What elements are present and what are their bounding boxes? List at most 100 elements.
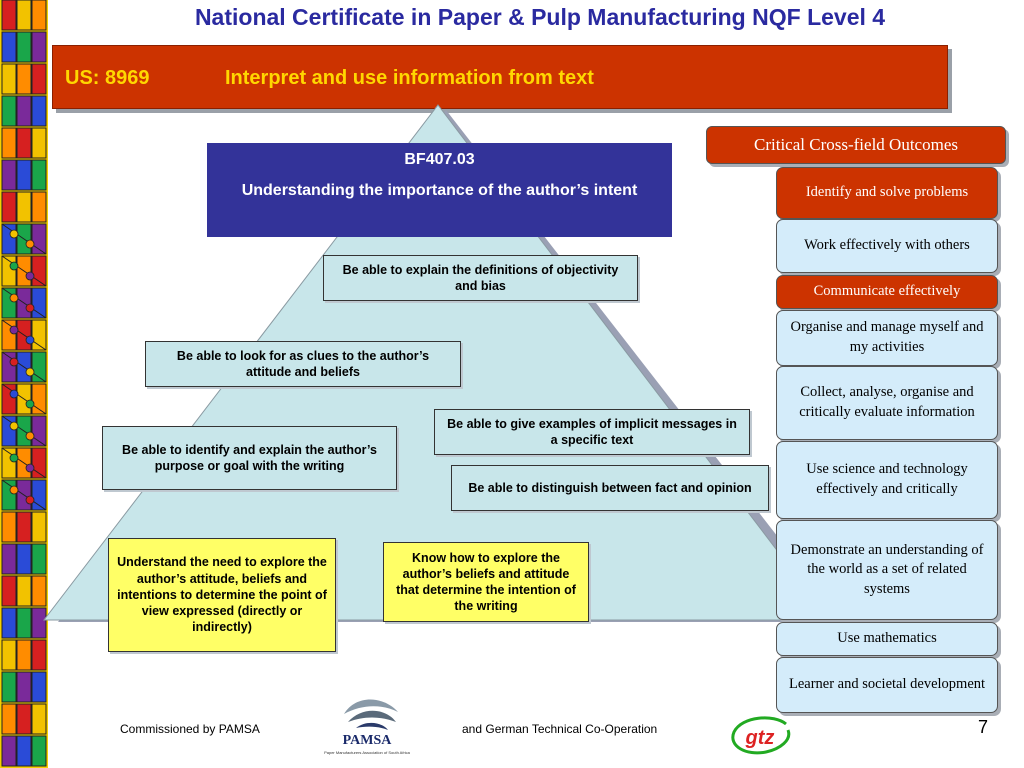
gtz-logo: gtz	[731, 716, 791, 755]
strip-tile	[16, 191, 32, 223]
strip-tile	[16, 671, 32, 703]
pamsa-logo-text: PAMSA	[343, 733, 393, 748]
strip-dot	[25, 367, 35, 377]
footer-german-cooperation: and German Technical Co-Operation	[462, 722, 658, 736]
strip-dot	[25, 239, 35, 249]
strip-dot	[9, 261, 19, 271]
bf-header: BF407.03 Understanding the importance of…	[207, 143, 672, 237]
strip-diagonal	[1, 447, 47, 479]
strip-tile	[1, 0, 17, 31]
pamsa-logo: PAMSA Paper Manufacturers Association of…	[324, 699, 411, 755]
strip-diagonal	[1, 287, 47, 319]
ccfo-item: Learner and societal development	[776, 657, 998, 713]
strip-tile	[16, 159, 32, 191]
pyramid-item-implicit-messages: Be able to give examples of implicit mes…	[434, 409, 750, 455]
pyramid-item-intention: Know how to explore the author’s beliefs…	[383, 542, 589, 622]
ccfo-header: Critical Cross-field Outcomes	[706, 126, 1006, 164]
strip-tile	[1, 191, 17, 223]
strip-tile	[1, 159, 17, 191]
ccfo-item: Identify and solve problems	[776, 167, 998, 219]
strip-tile	[16, 735, 32, 767]
strip-tile	[31, 127, 47, 159]
pyramid-item-definitions: Be able to explain the definitions of ob…	[323, 255, 638, 301]
ccfo-item: Communicate effectively	[776, 275, 998, 309]
strip-tile	[16, 31, 32, 63]
strip-tile	[31, 575, 47, 607]
strip-tile	[31, 159, 47, 191]
strip-tile	[1, 31, 17, 63]
strip-tile	[31, 671, 47, 703]
strip-tile	[16, 0, 32, 31]
strip-tile	[16, 607, 32, 639]
strip-diagonal	[1, 319, 47, 351]
strip-tile	[16, 575, 32, 607]
pyramid-item-clues: Be able to look for as clues to the auth…	[145, 341, 461, 387]
ccfo-item: Use science and technology effectively a…	[776, 441, 998, 519]
strip-tile	[1, 511, 17, 543]
decorative-left-border	[0, 0, 48, 768]
strip-tile	[16, 95, 32, 127]
strip-dot	[9, 293, 19, 303]
strip-tile	[31, 63, 47, 95]
strip-diagonal	[1, 223, 47, 255]
strip-tile	[1, 703, 17, 735]
unit-banner: US: 8969 Interpret and use information f…	[52, 45, 948, 109]
pyramid-item-purpose: Be able to identify and explain the auth…	[102, 426, 397, 490]
strip-diagonal	[1, 415, 47, 447]
strip-dot	[9, 229, 19, 239]
strip-dot	[9, 357, 19, 367]
page-number: 7	[978, 717, 989, 737]
strip-tile	[1, 735, 17, 767]
strip-tile	[16, 703, 32, 735]
unit-code: US: 8969	[65, 67, 150, 89]
strip-tile	[1, 95, 17, 127]
strip-tile	[16, 543, 32, 575]
strip-diagonal	[1, 479, 47, 511]
pyramid-item-point-of-view: Understand the need to explore the autho…	[108, 538, 336, 652]
strip-tile	[31, 0, 47, 31]
strip-dot	[25, 335, 35, 345]
strip-tile	[16, 639, 32, 671]
strip-tile	[1, 543, 17, 575]
strip-tile	[31, 703, 47, 735]
strip-tile	[31, 607, 47, 639]
unit-title: Interpret and use information from text	[225, 67, 594, 89]
ccfo-item: Work effectively with others	[776, 219, 998, 273]
strip-dot	[25, 271, 35, 281]
strip-tile	[16, 63, 32, 95]
strip-tile	[31, 31, 47, 63]
bf-title: Understanding the importance of the auth…	[241, 182, 638, 199]
strip-tile	[16, 511, 32, 543]
strip-dot	[25, 399, 35, 409]
ccfo-item: Demonstrate an understanding of the worl…	[776, 520, 998, 620]
strip-tile	[1, 639, 17, 671]
strip-dot	[9, 453, 19, 463]
strip-tile	[1, 127, 17, 159]
strip-tile	[31, 735, 47, 767]
strip-tile	[1, 671, 17, 703]
strip-tile	[1, 575, 17, 607]
strip-dot	[25, 495, 35, 505]
gtz-logo-text: gtz	[745, 727, 775, 749]
strip-diagonal	[1, 383, 47, 415]
strip-diagonal	[1, 351, 47, 383]
strip-dot	[9, 325, 19, 335]
strip-dot	[25, 431, 35, 441]
footer-commissioned: Commissioned by PAMSA	[120, 722, 260, 736]
page-title: National Certificate in Paper & Pulp Man…	[194, 4, 886, 30]
strip-tile	[1, 607, 17, 639]
strip-tile	[1, 63, 17, 95]
ccfo-item: Collect, analyse, organise and criticall…	[776, 366, 998, 440]
strip-tile	[16, 127, 32, 159]
strip-tile	[31, 639, 47, 671]
strip-tile	[31, 543, 47, 575]
pamsa-logo-subtitle: Paper Manufacturers Association of South…	[324, 750, 411, 755]
strip-dot	[25, 303, 35, 313]
strip-tile	[31, 95, 47, 127]
strip-diagonal	[1, 255, 47, 287]
pyramid-item-fact-opinion: Be able to distinguish between fact and …	[451, 465, 769, 511]
strip-dot	[9, 389, 19, 399]
bf-code: BF407.03	[404, 151, 475, 168]
strip-tile	[31, 191, 47, 223]
strip-dot	[9, 485, 19, 495]
